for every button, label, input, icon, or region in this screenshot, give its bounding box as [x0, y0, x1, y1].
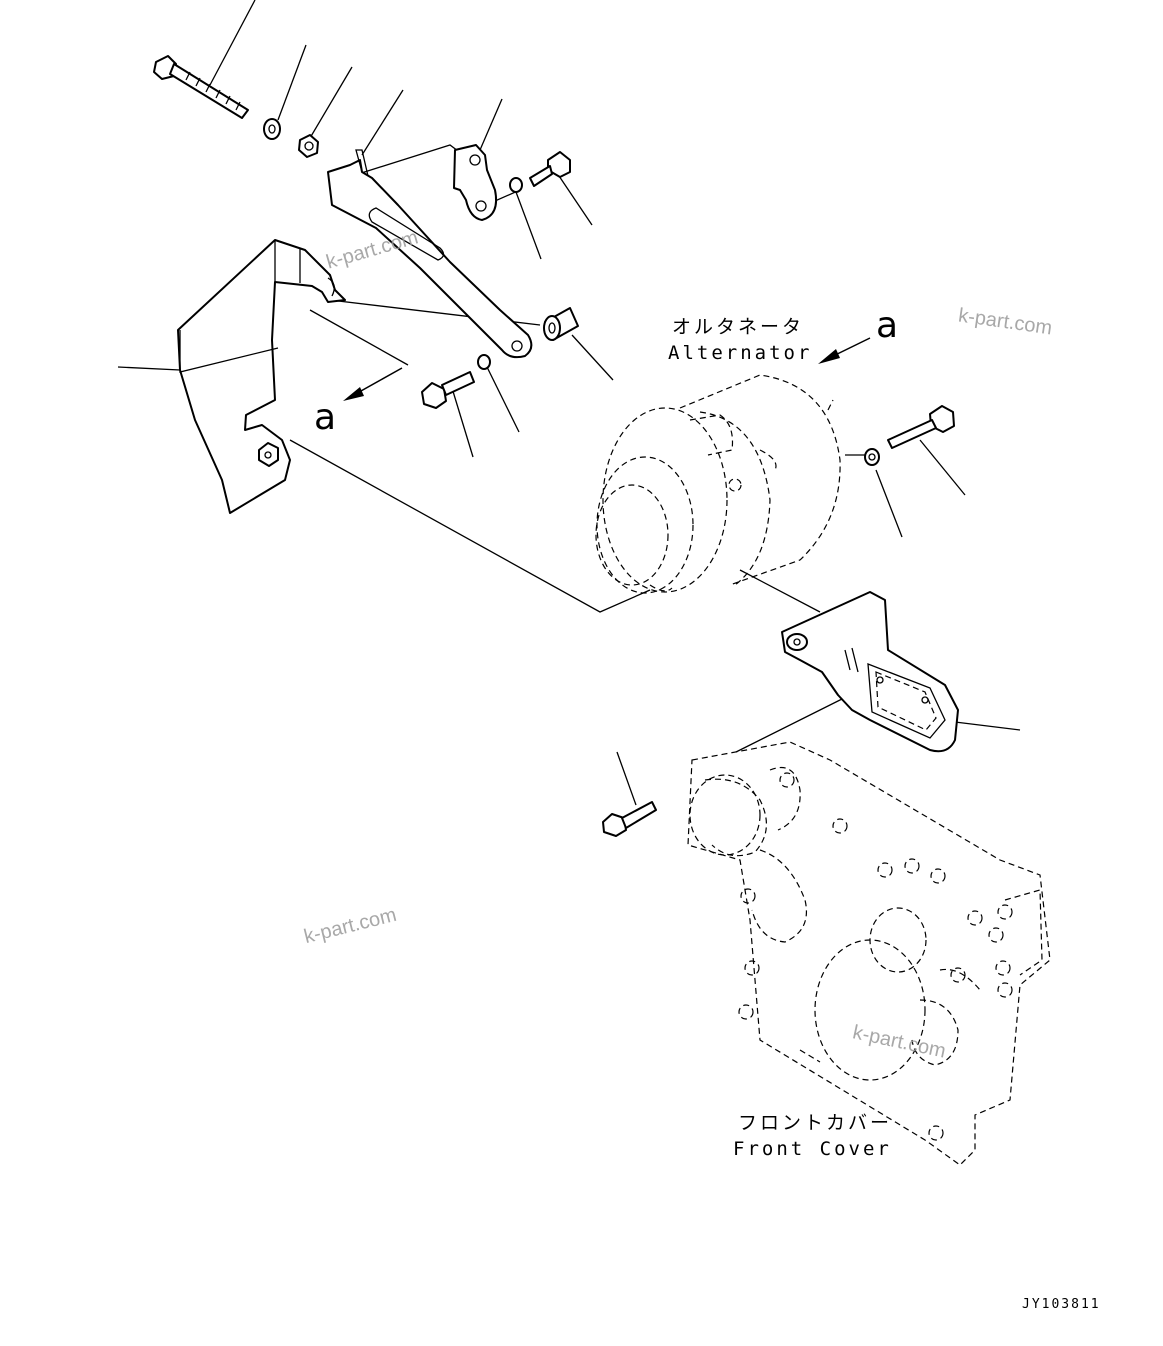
nut-top: [298, 134, 319, 158]
belt-cover: [177, 239, 346, 514]
front-cover: [687, 741, 1051, 1166]
alternator-label-en: Alternator: [668, 342, 813, 364]
front-cover-label-jp: フロントカバー: [738, 1112, 893, 1134]
callout-a-right: a: [876, 305, 899, 346]
long-bolt: [153, 55, 249, 119]
alternator-bracket: [781, 591, 959, 753]
front-cover-bolt-heads: [738, 772, 1013, 1141]
callout-a-left: a: [314, 397, 337, 438]
alternator-mounting-bolt: [887, 405, 955, 449]
small-bolt-top: [529, 151, 571, 187]
callout-arrows: [343, 337, 871, 401]
leader-lines: [117, 0, 1021, 806]
alternator-label-jp: オルタネータ: [672, 316, 805, 338]
spacer-collar: [543, 307, 579, 341]
washer-small-top: [509, 177, 523, 193]
small-bracket: [453, 144, 498, 221]
washer-middle: [477, 354, 491, 370]
front-cover-bolt: [602, 801, 657, 837]
washer-right: [864, 448, 880, 466]
alternator: [595, 374, 841, 594]
adjusting-bracket: [327, 149, 533, 359]
front-cover-label-en: Front Cover: [733, 1138, 892, 1160]
washer-top: [263, 118, 281, 140]
middle-bolt: [421, 371, 475, 409]
drawing-code: JY103811: [1022, 1297, 1101, 1312]
